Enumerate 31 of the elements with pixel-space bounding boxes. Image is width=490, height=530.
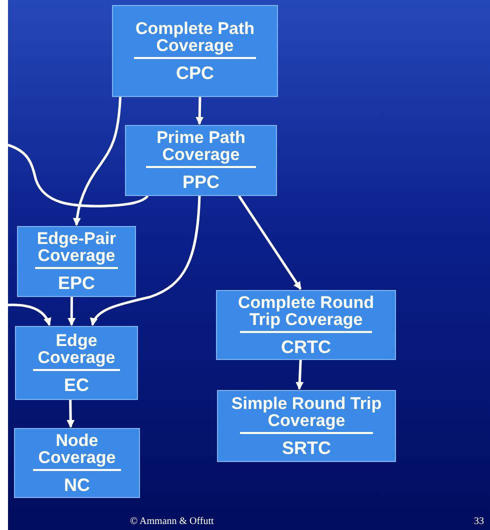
copyright-note: © Ammann & Offutt xyxy=(130,515,214,529)
coverage-abbreviation: NC xyxy=(64,474,90,494)
arrow xyxy=(296,360,304,390)
coverage-abbreviation: CPC xyxy=(176,62,214,82)
coverage-box xyxy=(15,326,138,400)
coverage-abbreviation: CRTC xyxy=(281,336,331,356)
coverage-box xyxy=(217,390,396,462)
coverage-name: Node Coverage xyxy=(37,432,117,466)
arrow xyxy=(68,297,76,326)
page-number: 33 xyxy=(474,515,484,529)
coverage-box xyxy=(14,428,140,498)
coverage-name: Edge Coverage xyxy=(36,332,116,366)
arrow xyxy=(238,195,302,290)
coverage-box xyxy=(112,5,278,97)
arrow xyxy=(90,196,201,326)
coverage-name: Edge-Pair Coverage xyxy=(36,230,118,264)
coverage-name: Complete Round Trip Coverage xyxy=(237,294,375,328)
arrow xyxy=(196,96,204,125)
coverage-abbreviation: SRTC xyxy=(282,438,331,458)
coverage-abbreviation: EC xyxy=(64,374,89,394)
coverage-abbreviation: PPC xyxy=(182,172,220,192)
coverage-box xyxy=(17,226,136,297)
arrow xyxy=(66,400,75,428)
coverage-name: Simple Round Trip Coverage xyxy=(230,394,383,428)
coverage-abbreviation: EPC xyxy=(58,273,95,293)
coverage-box xyxy=(125,125,277,196)
coverage-box xyxy=(216,290,396,360)
coverage-name: Complete Path Coverage xyxy=(134,20,256,54)
arrow xyxy=(8,304,51,326)
arrow xyxy=(73,96,122,226)
coverage-name: Prime Path Coverage xyxy=(156,129,246,163)
